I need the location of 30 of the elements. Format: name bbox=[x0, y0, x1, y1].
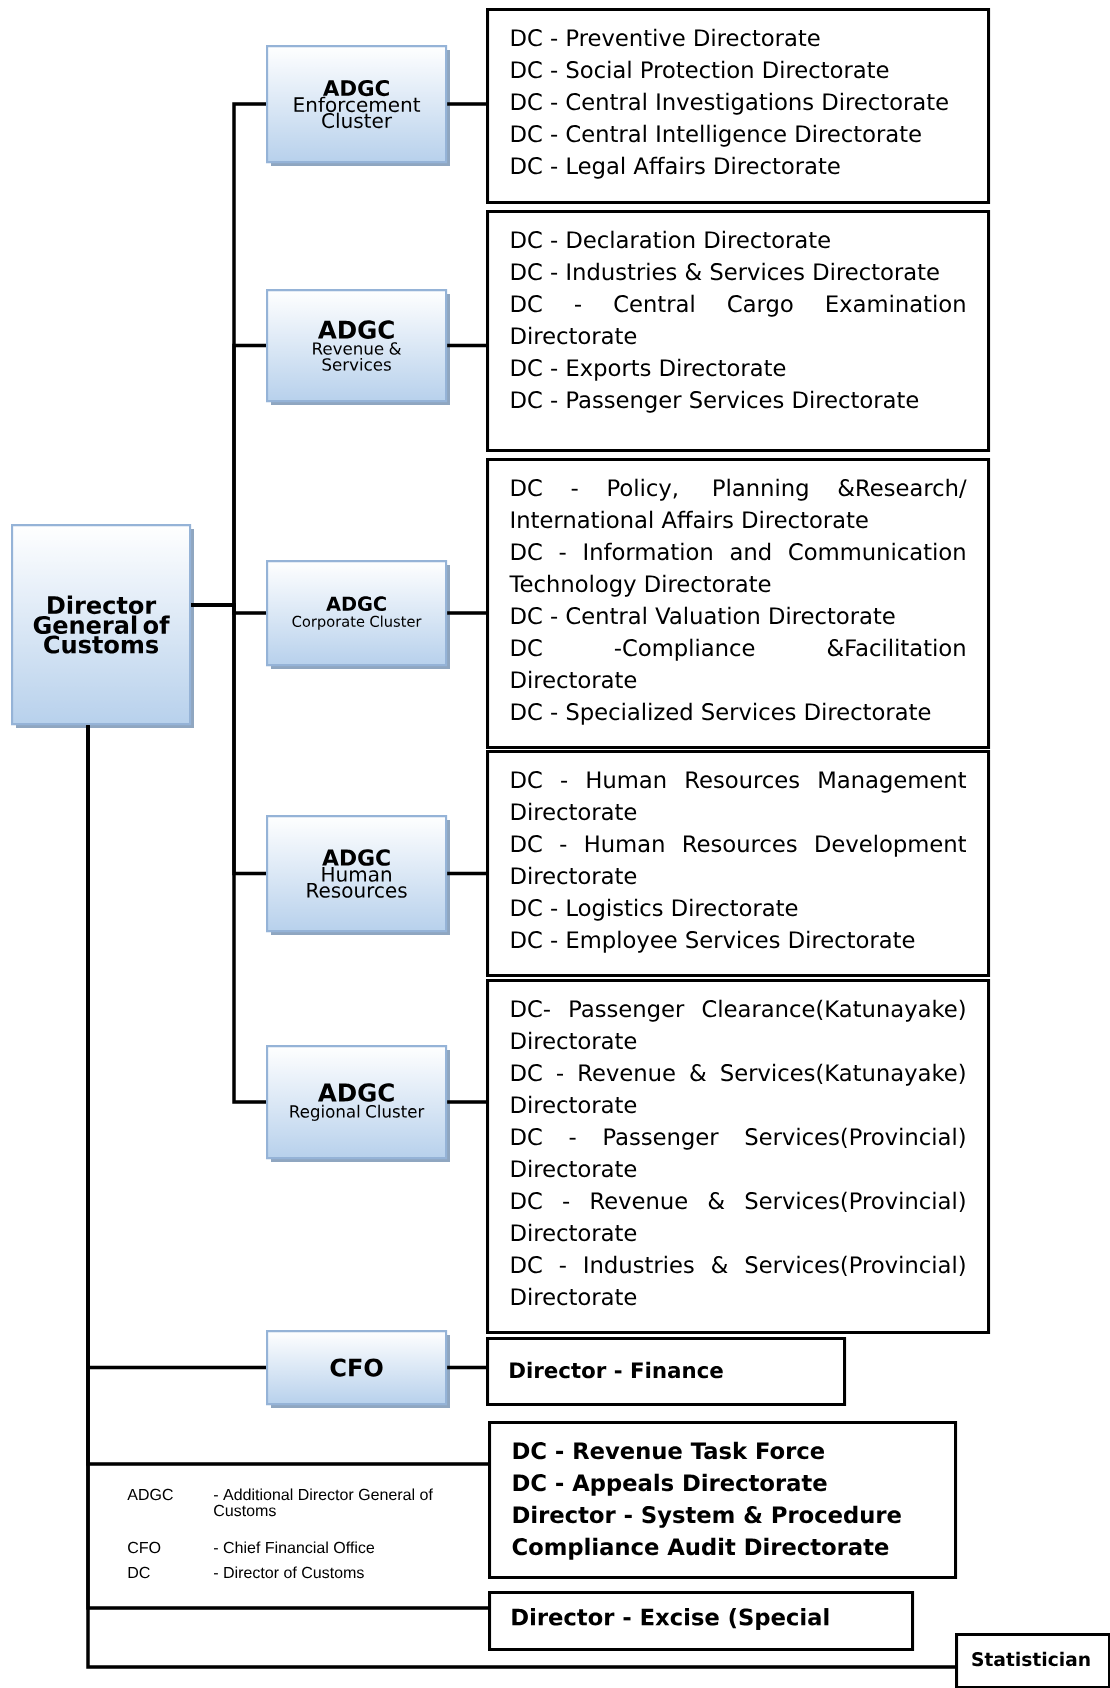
directorate-list-box: DC - Declaration Directorate DC - Industries & Services Directorate DC - Central Cargo Examination Directorate DC - Exports Directorate DC - Passenger Services Directorate bbox=[486, 210, 991, 453]
connector-line bbox=[86, 725, 955, 1669]
cluster-box: ADGC Revenue & Services bbox=[266, 289, 450, 405]
cluster-box: ADGC Corporate Cluster bbox=[266, 560, 450, 669]
abbreviation-definition: - Chief Financial Office bbox=[214, 1541, 375, 1554]
cluster-box: ADGC Enforcement Cluster bbox=[266, 45, 450, 166]
connector-line bbox=[447, 611, 486, 615]
directorate-list-box: DC - Human Resources Management Directorate DC - Human Resources Development Directorate DC - Logistics Directorate DC - Employee Services Directorate bbox=[486, 750, 991, 978]
directorate-list-box: DC - Preventive Directorate DC - Social Protection Directorate DC - Central Investigations Directorate DC - Central Intelligence Directorate DC - Legal Affairs Directorate bbox=[486, 8, 991, 205]
directorate-box: Director - Excise (Special bbox=[488, 1591, 915, 1652]
connector-line bbox=[191, 603, 266, 1104]
abbreviation: ADGC bbox=[127, 1488, 173, 1501]
connector-line bbox=[447, 343, 486, 348]
abbreviation-definition: - Director of Customs bbox=[214, 1566, 364, 1579]
connector-line bbox=[447, 1365, 486, 1370]
directorate-box: Statistician bbox=[955, 1633, 1110, 1688]
directorate-list-box: DC - Policy, Planning &Research/ International Affairs Directorate DC - Information and Communication Technology Directorate DC - Central Valuation Directorate DC -Compliance &Facilitation Directorate DC - Specialized Services Directorate bbox=[486, 458, 991, 750]
connector-line bbox=[447, 1100, 486, 1104]
directorate-list-box: DC- Passenger Clearance(Katunayake) Directorate DC - Revenue & Services(Katunayake) Directorate DC - Passenger Services(Provincial) Directorate DC - Revenue & Services(Provincial) Directorate DC - Industries & Services(Provincial) Directorate bbox=[486, 979, 991, 1335]
cluster-box: ADGC Human Resources bbox=[266, 815, 450, 935]
cluster-box: CFO bbox=[266, 1330, 450, 1408]
directorate-box: Director - Finance bbox=[486, 1337, 847, 1407]
abbreviation: DC bbox=[128, 1566, 150, 1579]
directorate-list-box: DC - Revenue Task Force DC - Appeals Directorate Director - System & Procedure Compliance Audit Directorate bbox=[488, 1421, 958, 1580]
abbreviation-definition: - Additional Director General of Customs bbox=[214, 1488, 433, 1517]
connector-line bbox=[447, 871, 486, 876]
connector-line bbox=[447, 102, 486, 106]
cluster-box: ADGC Regional Cluster bbox=[266, 1045, 450, 1162]
abbreviation: CFO bbox=[128, 1541, 161, 1554]
director-box: Director General of Customs bbox=[11, 524, 194, 728]
